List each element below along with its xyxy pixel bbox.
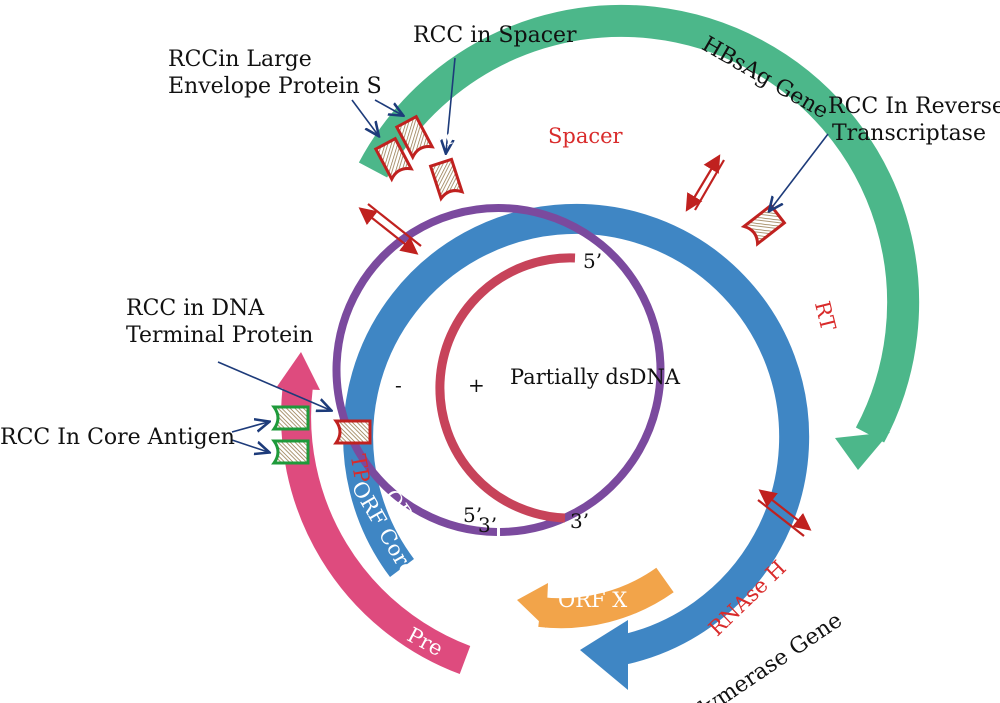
callout-rcc-dna-line1: RCC in DNA xyxy=(126,296,265,321)
cleavage-arrow-left xyxy=(358,207,419,255)
label-orf-x: ORF X xyxy=(558,588,627,612)
label-outer-3prime: 3’ xyxy=(478,513,497,537)
callout-rcc-large-line2: Envelope Protein S xyxy=(168,74,382,99)
label-outer-5prime: 5’ xyxy=(463,503,482,527)
pointer-core-1 xyxy=(231,422,268,433)
callout-rcc-large-line1: RCCin Large xyxy=(168,47,312,72)
cleavage-arrow-left-2 xyxy=(367,203,422,247)
label-minus-strand: - xyxy=(395,373,402,397)
callout-rcc-core: RCC In Core Antigen xyxy=(0,425,235,450)
polymerase-arrowhead xyxy=(580,620,628,690)
cleavage-arrow-bottom xyxy=(758,489,812,531)
dna-minus-strand xyxy=(332,204,665,536)
rcc-marker-spacer xyxy=(428,157,465,202)
label-plus-strand: + xyxy=(468,373,485,397)
orf-x-arrowhead xyxy=(517,583,548,628)
rcc-marker-tp xyxy=(333,419,372,445)
pointer-large-envelope-1 xyxy=(351,99,378,135)
core-arc xyxy=(281,383,471,675)
callout-rcc-spacer: RCC in Spacer xyxy=(413,23,577,48)
label-rt: RT xyxy=(810,299,840,333)
rcc-marker-core-b xyxy=(271,439,310,465)
pointer-core-2 xyxy=(231,439,268,452)
callout-rcc-rt-line1: RCC In Reverse xyxy=(828,94,1000,119)
rcc-marker-pre-s1-b xyxy=(394,114,435,161)
hbsag-arrowhead xyxy=(835,432,890,470)
label-tp: TP xyxy=(346,453,375,485)
cleavage-arrow-top-2 xyxy=(694,159,725,211)
cleavage-arrow-bottom-2 xyxy=(757,499,805,537)
label-orf-pre-s2: ORF Pre S2 xyxy=(524,79,650,107)
label-spacer: Spacer xyxy=(548,124,624,148)
hbsag-arc xyxy=(358,4,920,443)
dna-plus-strand xyxy=(435,253,576,523)
label-inner-5prime: 5’ xyxy=(583,249,602,273)
rcc-marker-rt xyxy=(740,203,787,247)
label-partially-dsdna: Partially dsDNA xyxy=(510,365,681,389)
pointer-rt xyxy=(770,133,829,210)
label-pre-s1: Pre S1 xyxy=(427,108,502,155)
rcc-marker-pre-s1-a xyxy=(373,136,414,183)
pointer-large-envelope-2 xyxy=(374,99,402,115)
core-arrowhead xyxy=(276,352,320,390)
callout-rcc-rt-line2: Transcriptase xyxy=(832,121,986,146)
callout-rcc-dna-line2: Terminal Protein xyxy=(126,323,313,348)
cleavage-arrow-top xyxy=(685,154,721,212)
label-inner-3prime: 3’ xyxy=(570,509,589,533)
pointer-spacer xyxy=(446,57,456,152)
rcc-marker-core-a xyxy=(271,405,310,431)
polymerase-arc xyxy=(343,203,810,665)
pointer-tp xyxy=(217,361,330,410)
label-orf-s: ORF S xyxy=(821,205,871,277)
orf-x-arc xyxy=(538,567,674,629)
